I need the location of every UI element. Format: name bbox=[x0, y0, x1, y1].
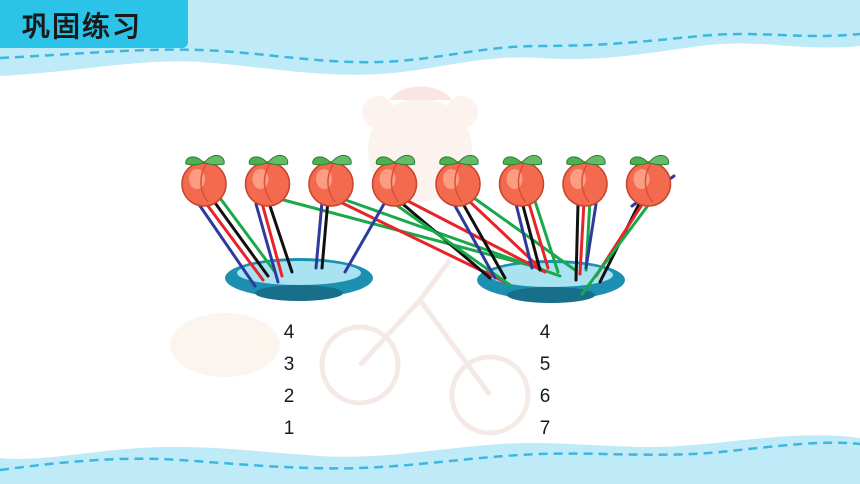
right-number: 7 bbox=[539, 418, 551, 439]
connecting-lines bbox=[196, 174, 676, 296]
left-number: 1 bbox=[283, 418, 295, 439]
left-number-list: 4 3 2 1 bbox=[274, 322, 304, 450]
peach-icon bbox=[244, 154, 291, 207]
peach-icon bbox=[435, 154, 481, 207]
right-number-list: 4 5 6 7 bbox=[530, 322, 560, 450]
left-number: 4 bbox=[283, 322, 295, 343]
peach-icon bbox=[371, 154, 418, 207]
peach-icon bbox=[308, 154, 354, 207]
right-plate bbox=[477, 260, 625, 303]
peach-icon bbox=[625, 154, 672, 207]
bottom-wave-band bbox=[0, 435, 860, 484]
page-title: 巩固练习 bbox=[22, 10, 143, 43]
peach-row bbox=[181, 154, 672, 207]
peach-icon bbox=[498, 154, 545, 207]
line-red bbox=[203, 200, 265, 282]
line-black bbox=[211, 198, 270, 278]
line-green bbox=[218, 196, 277, 274]
title-tab: 巩固练习 bbox=[0, 0, 188, 48]
top-wave-band bbox=[0, 0, 860, 76]
top-wave-dash bbox=[0, 32, 860, 64]
peach-icon bbox=[181, 154, 227, 207]
bottom-wave-dash bbox=[0, 441, 860, 472]
left-number: 3 bbox=[283, 354, 295, 375]
right-number: 6 bbox=[539, 386, 551, 407]
right-number: 5 bbox=[539, 354, 551, 375]
right-number: 4 bbox=[539, 322, 551, 343]
peach-icon bbox=[562, 154, 608, 207]
left-number: 2 bbox=[283, 386, 295, 407]
line-blue bbox=[196, 201, 257, 288]
